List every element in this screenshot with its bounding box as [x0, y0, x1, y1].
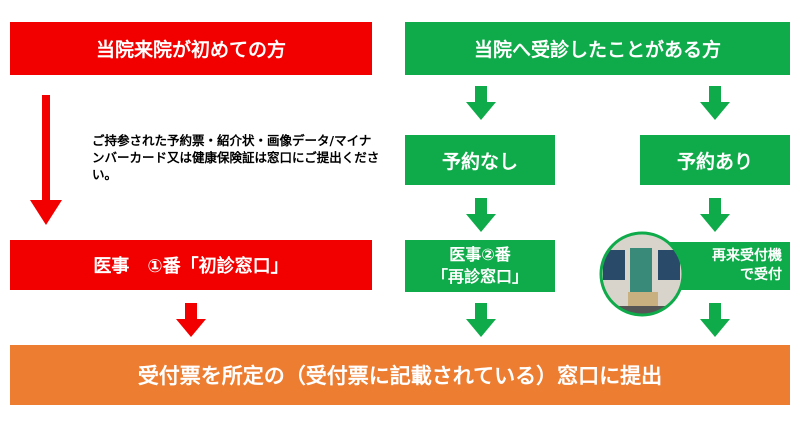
down-arrow-icon [30, 95, 62, 225]
first-visit-window-box: 医事 ①番「初診窓口」 [10, 240, 372, 290]
down-arrow-icon [466, 303, 496, 337]
no-reservation-box: 予約なし [405, 135, 555, 185]
kiosk-photo [599, 231, 685, 317]
documents-note: ご持参された予約票・紹介状・画像データ/マイナンバーカード又は健康保険証は窓口に… [92, 133, 380, 182]
return-visit-header: 当院へ受診したことがある方 [405, 22, 790, 75]
down-arrow-icon [700, 303, 730, 337]
down-arrow-icon [466, 198, 496, 232]
window-line2: 「再診窓口」 [431, 267, 528, 286]
reservation-box: 予約あり [640, 135, 790, 185]
down-arrow-icon [466, 86, 496, 120]
window-line1: 医事②番 [449, 245, 511, 264]
down-arrow-icon [700, 86, 730, 120]
final-step-box: 受付票を所定の（受付票に記載されている）窓口に提出 [10, 345, 790, 405]
kiosk-line2: で受付 [740, 267, 782, 283]
down-arrow-icon [176, 303, 206, 337]
kiosk-line1: 再来受付機 [712, 248, 782, 264]
down-arrow-icon [700, 198, 730, 232]
first-visit-header: 当院来院が初めての方 [10, 22, 372, 75]
return-visit-window-box: 医事②番 「再診窓口」 [405, 240, 555, 292]
